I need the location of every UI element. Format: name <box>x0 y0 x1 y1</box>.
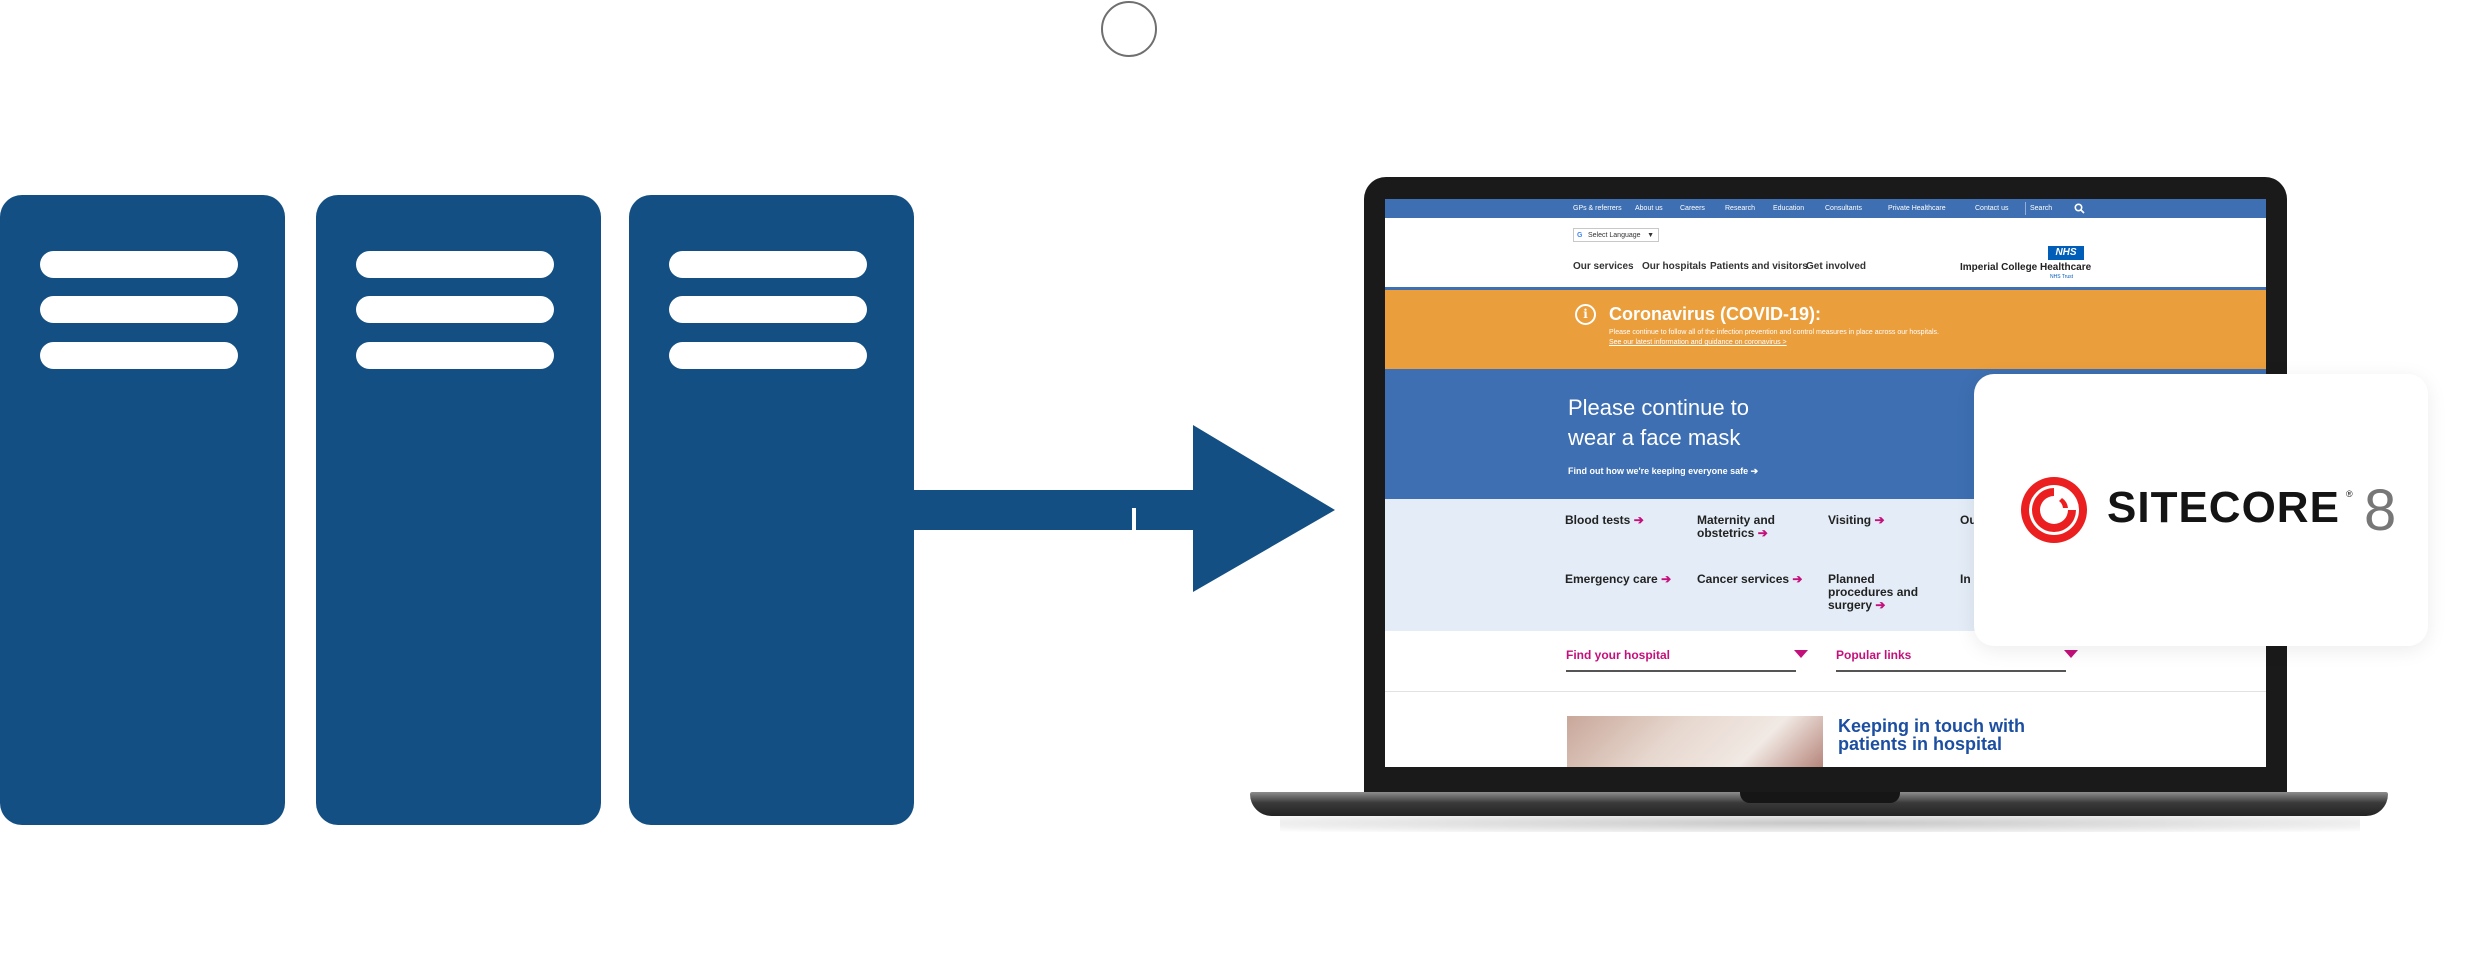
server-slot <box>40 342 238 369</box>
sitecore-wordmark: SITECORE <box>2107 483 2340 532</box>
server-rack-1 <box>0 195 285 825</box>
sitecore-logo-icon <box>2021 477 2087 543</box>
sitecore-card: SITECORE ® 8 <box>1974 374 2428 646</box>
server-slot <box>356 296 554 323</box>
arrow-right-icon: ➔ <box>1792 572 1803 586</box>
server-slot <box>356 251 554 278</box>
registered-mark: ® <box>2346 489 2353 499</box>
server-rack-2 <box>316 195 601 825</box>
top-link-consultants[interactable]: Consultants <box>1825 205 1862 212</box>
arrow-right-icon: ➔ <box>1633 513 1644 527</box>
nav-our-hospitals[interactable]: Our hospitals <box>1642 261 1707 272</box>
dropdown-label: Find your hospital <box>1566 648 1670 662</box>
top-link-research[interactable]: Research <box>1725 205 1755 212</box>
covid-link[interactable]: See our latest information and guidance … <box>1609 339 1787 346</box>
dropdown-label: Popular links <box>1836 648 1912 662</box>
nav-patients-visitors[interactable]: Patients and visitors <box>1710 261 1808 272</box>
arrow-right-icon: ➔ <box>1875 598 1886 612</box>
laptop-notch <box>1740 792 1900 803</box>
chevron-down-icon <box>2064 650 2078 658</box>
utility-bar: GPs & referrers About us Careers Researc… <box>1385 199 2266 218</box>
chevron-down-icon <box>1794 650 1808 658</box>
server-slot <box>669 251 867 278</box>
server-slot <box>356 342 554 369</box>
quick-link-maternity[interactable]: Maternity and obstetrics ➔ <box>1697 514 1807 540</box>
hero-title: Please continue to wear a face mask <box>1568 395 1750 450</box>
top-link-education[interactable]: Education <box>1773 205 1805 212</box>
quick-link-visiting[interactable]: Visiting ➔ <box>1828 514 1918 527</box>
search-input[interactable]: Search <box>2025 202 2063 215</box>
server-slot <box>669 342 867 369</box>
top-link-private[interactable]: Private Healthcare <box>1888 205 1946 212</box>
covid-banner: i Coronavirus (COVID-19): Please continu… <box>1385 290 2266 369</box>
hero-link[interactable]: Find out how we're keeping everyone safe… <box>1568 466 1759 476</box>
quick-link-label: Visiting <box>1828 513 1872 527</box>
nhs-logo: NHS <box>2048 246 2084 260</box>
quick-link-blood-tests[interactable]: Blood tests ➔ <box>1565 514 1665 527</box>
search-icon[interactable] <box>2074 203 2085 214</box>
quick-link-in[interactable]: In <box>1960 572 1971 586</box>
top-link-contact[interactable]: Contact us <box>1975 205 2009 212</box>
quick-link-label: Maternity and obstetrics <box>1697 513 1776 540</box>
org-name: Imperial College Healthcare <box>1960 262 2092 273</box>
google-icon: G <box>1577 232 1583 239</box>
language-select[interactable]: Select Language G ▼ <box>1573 228 1659 242</box>
arrow-right-icon: ➔ <box>1757 526 1768 540</box>
arrow-right-icon: ➔ <box>1874 513 1885 527</box>
nav-our-services[interactable]: Our services <box>1573 261 1634 272</box>
quick-link-cancer[interactable]: Cancer services ➔ <box>1697 573 1822 586</box>
org-subtitle: NHS Trust <box>2050 274 2074 280</box>
news-title[interactable]: Keeping in touch with patients in hospit… <box>1838 716 2025 754</box>
sitecore-version: 8 <box>2364 478 2397 543</box>
top-link-gps[interactable]: GPs & referrers <box>1573 205 1622 212</box>
find-hospital-dropdown[interactable]: Find your hospital <box>1566 648 1808 672</box>
covid-title: Coronavirus (COVID-19): <box>1609 304 1822 324</box>
server-slot <box>669 296 867 323</box>
quick-link-emergency[interactable]: Emergency care ➔ <box>1565 573 1685 586</box>
server-slot <box>40 251 238 278</box>
news-image[interactable] <box>1567 716 1823 767</box>
circle-marker <box>1101 1 1157 57</box>
server-slot <box>40 296 238 323</box>
info-icon: i <box>1575 304 1596 325</box>
quick-link-label: Planned procedures and surgery <box>1828 572 1919 612</box>
laptop-shadow <box>1280 814 2360 832</box>
arrow-icon <box>910 425 1335 592</box>
top-link-about[interactable]: About us <box>1635 205 1663 212</box>
nav-get-involved[interactable]: Get involved <box>1806 261 1867 272</box>
chevron-down-icon: ▼ <box>1647 232 1654 239</box>
quick-link-label: Emergency care <box>1565 572 1658 586</box>
language-select-label: Select Language <box>1588 232 1641 239</box>
server-rack-3 <box>629 195 914 825</box>
site-header: Select Language G ▼ Our services Our hos… <box>1385 218 2266 290</box>
quick-link-label: Cancer services <box>1697 572 1790 586</box>
quick-link-label: Blood tests <box>1565 513 1631 527</box>
arrow-right-icon: ➔ <box>1661 572 1672 586</box>
top-link-careers[interactable]: Careers <box>1680 205 1705 212</box>
quick-link-ou[interactable]: Ou <box>1960 513 1977 527</box>
covid-text: Please continue to follow all of the inf… <box>1609 329 1939 336</box>
quick-link-planned[interactable]: Planned procedures and surgery ➔ <box>1828 573 1938 612</box>
popular-links-dropdown[interactable]: Popular links <box>1836 648 2078 672</box>
